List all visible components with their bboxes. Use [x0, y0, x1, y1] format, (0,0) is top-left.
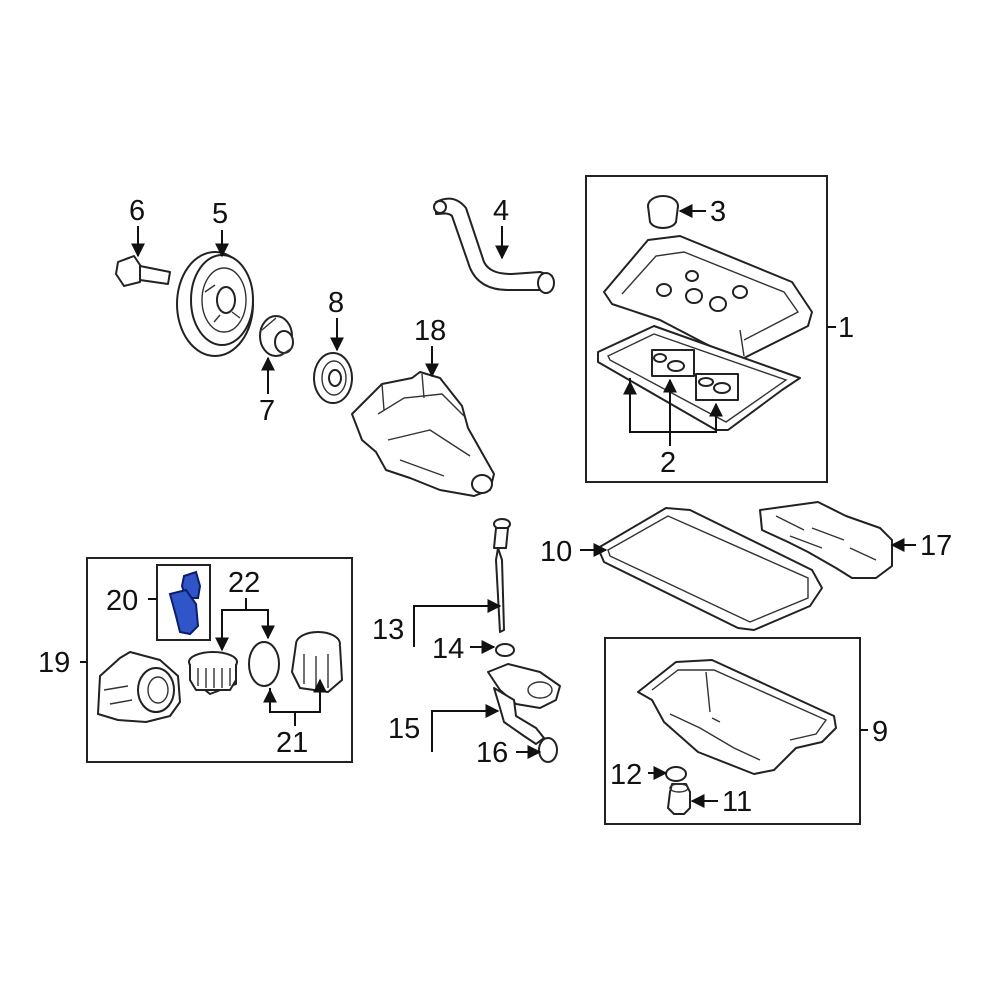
- breather-hose-part: [433, 197, 555, 294]
- callout-3[interactable]: 3: [710, 196, 726, 228]
- oil-filter-housing-part: [97, 651, 181, 723]
- dipstick-o-ring-part: [495, 643, 515, 657]
- callout-9[interactable]: 9: [872, 716, 888, 748]
- pickup-gasket-part: [538, 737, 558, 763]
- callout-7[interactable]: 7: [259, 395, 275, 427]
- callout-10[interactable]: 10: [540, 536, 572, 568]
- oil-baffle-part: [759, 501, 893, 579]
- oil-filter-element-part: [188, 651, 238, 695]
- callout-19[interactable]: 19: [38, 647, 70, 679]
- valve-cover-part: [603, 235, 813, 361]
- oil-filler-cap-part: [647, 195, 679, 229]
- valve-cover-gasket-part: [597, 325, 801, 431]
- crankshaft-pulley-part: [176, 251, 254, 357]
- oil-pan-gasket-part: [597, 507, 823, 631]
- timing-gear-part: [313, 352, 353, 404]
- callout-13[interactable]: 13: [372, 614, 404, 646]
- callout-12[interactable]: 12: [610, 759, 642, 791]
- callout-2[interactable]: 2: [660, 447, 676, 479]
- callout-21[interactable]: 21: [276, 727, 308, 759]
- filter-adapter-gasket-part: [168, 570, 202, 636]
- oil-filter-group-box: [86, 557, 353, 763]
- valve-cover-group-box: [585, 175, 828, 483]
- oil-pickup-tube-part: [487, 663, 561, 745]
- callout-17[interactable]: 17: [920, 530, 952, 562]
- callout-20[interactable]: 20: [106, 585, 138, 617]
- callout-8[interactable]: 8: [328, 287, 344, 319]
- callout-6[interactable]: 6: [129, 195, 145, 227]
- crank-bolt-part: [115, 255, 171, 287]
- crank-spacer-part: [259, 315, 294, 357]
- oil-filter-cap-part: [291, 631, 343, 693]
- callout-4[interactable]: 4: [493, 195, 509, 227]
- callout-5[interactable]: 5: [212, 198, 228, 230]
- timing-cover-part: [351, 371, 495, 497]
- callout-22[interactable]: 22: [228, 567, 260, 599]
- callout-18[interactable]: 18: [414, 315, 446, 347]
- oil-pan-part: [637, 659, 837, 775]
- drain-plug-washer-part: [665, 766, 687, 782]
- callout-labels: 1 2 3 4 5 6 7 8 9 10 11 12 13 14 15 16 1…: [38, 195, 952, 818]
- callout-15[interactable]: 15: [388, 713, 420, 745]
- drain-plug-part: [667, 783, 691, 815]
- callout-1[interactable]: 1: [838, 312, 854, 344]
- leader-lines: [80, 204, 916, 808]
- callout-16[interactable]: 16: [476, 737, 508, 769]
- filter-o-ring-part: [248, 641, 280, 687]
- dipstick-part: [493, 518, 511, 633]
- callout-20-box: [156, 564, 211, 641]
- callout-11[interactable]: 11: [722, 786, 752, 818]
- callout-14[interactable]: 14: [432, 633, 464, 665]
